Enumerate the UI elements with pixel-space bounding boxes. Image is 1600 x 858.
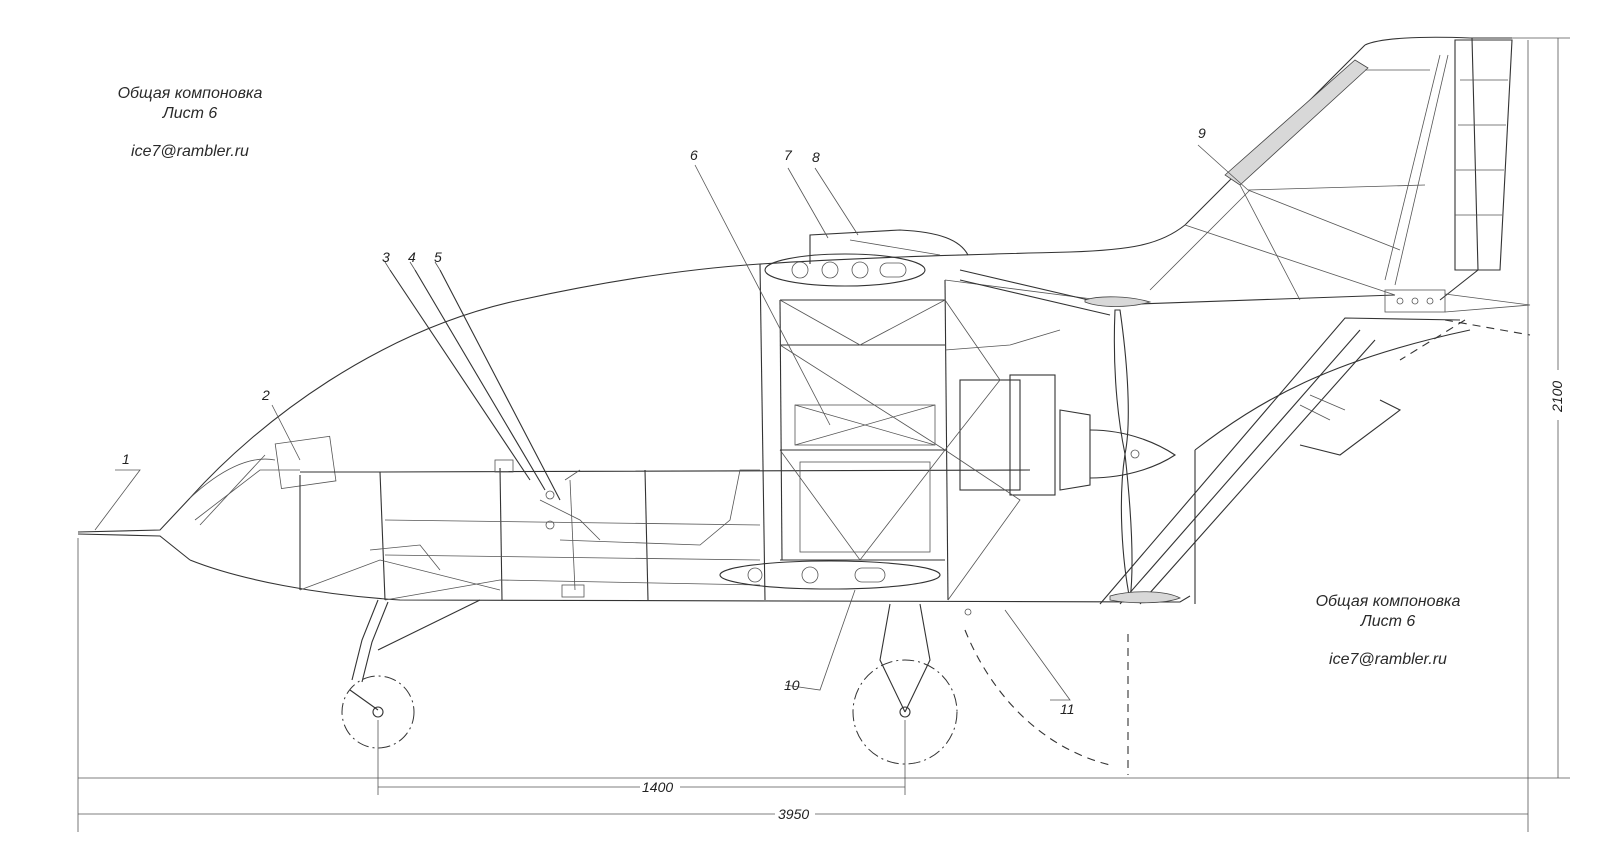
callout-10: 10: [784, 677, 800, 693]
callout-9: 9: [1198, 125, 1206, 141]
callout-labels: 1 2 3 4 5 6 7 8 9 10 11: [122, 125, 1206, 717]
engine-and-propeller: [944, 279, 1176, 601]
sheet-number: Лист 6: [162, 105, 218, 122]
sheet-title: Общая компоновка: [117, 85, 263, 102]
callout-leaders: [94, 144, 1249, 701]
cockpit-frame: [189, 435, 1031, 601]
tail-structure: [959, 39, 1531, 604]
dimension-lines: [77, 37, 1570, 832]
callout-7: 7: [784, 147, 793, 163]
dimension-height: 2100: [1549, 381, 1565, 413]
sheet-title-note-bottom: Общая компоновка Лист 6 ice7@rambler.ru: [1288, 592, 1488, 670]
callout-2: 2: [261, 387, 270, 403]
sheet-number: Лист 6: [1360, 613, 1416, 630]
callout-5: 5: [434, 249, 442, 265]
callout-8: 8: [812, 149, 820, 165]
callout-1: 1: [122, 451, 130, 467]
callout-6: 6: [690, 147, 698, 163]
dimension-labels: 1400 3950 2100: [642, 381, 1565, 822]
dimension-length: 3950: [778, 806, 809, 822]
callout-4: 4: [408, 249, 416, 265]
callout-11: 11: [1060, 701, 1075, 717]
sheet-title: Общая компоновка: [1315, 593, 1461, 610]
landing-gear: [341, 599, 1129, 775]
sheet-title-note-top: Общая компоновка Лист 6 ice7@rambler.ru: [95, 84, 285, 162]
author-email: ice7@rambler.ru: [131, 143, 249, 160]
central-frame: [719, 229, 969, 601]
control-rods: [389, 269, 601, 541]
fuselage-outline: [77, 36, 1512, 605]
callout-3: 3: [382, 249, 390, 265]
dimension-wheelbase: 1400: [642, 779, 673, 795]
author-email: ice7@rambler.ru: [1329, 651, 1447, 668]
